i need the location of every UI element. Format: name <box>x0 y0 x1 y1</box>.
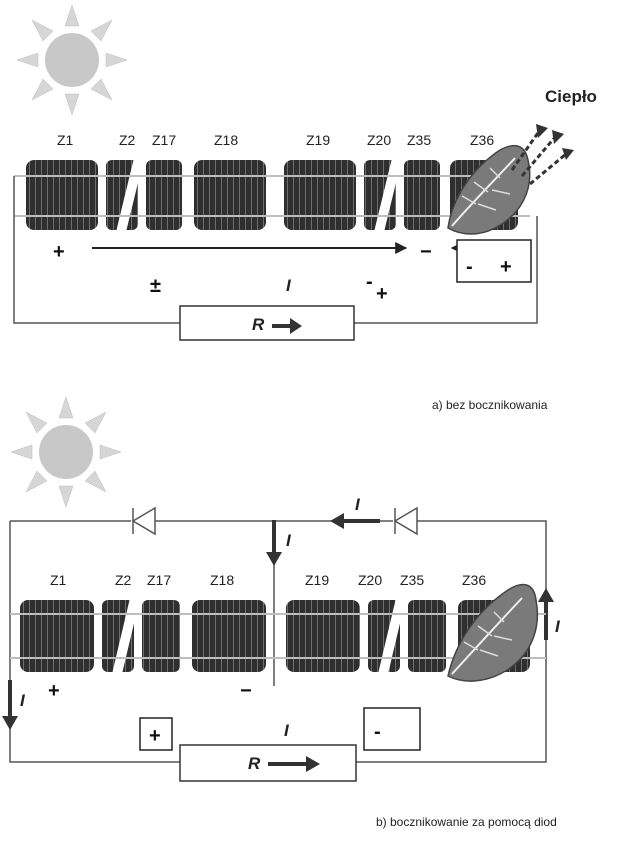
heat-arrowheads <box>536 124 574 160</box>
cell-label-z20: Z20 <box>367 132 391 148</box>
cell-label-z18: Z18 <box>210 572 234 588</box>
cell-label-z36: Z36 <box>470 132 494 148</box>
current-label-mid: I <box>286 531 292 550</box>
cell-label-z2: Z2 <box>119 132 136 148</box>
current-label-center: I <box>284 721 290 740</box>
break-mark <box>112 598 140 674</box>
bottom-panel: I I I I I Z1 Z2 Z17 Z18 Z19 Z20 Z35 Z36 <box>2 396 561 829</box>
arrow-left-icon <box>330 513 380 529</box>
solar-cell <box>20 600 94 672</box>
caption-a: a) bez bocznikowania <box>432 398 548 412</box>
solar-cell <box>286 600 360 672</box>
top-cell-labels: Z1 Z2 Z17 Z18 Z19 Z20 Z35 Z36 <box>57 132 494 148</box>
box-minus-sign: - <box>374 721 381 743</box>
plus-sign-mid: + <box>376 283 388 305</box>
resistor-load <box>179 305 355 341</box>
bypass-diode-icon <box>393 506 418 536</box>
solar-cell <box>408 600 446 672</box>
resistor-arrow-icon <box>268 756 320 772</box>
top-panel: Ciepło Z1 Z2 Z17 Z18 Z19 Z20 Z35 Z36 <box>13 4 597 412</box>
plus-minus-sign: ± <box>150 275 161 297</box>
minus-sign-mid: - <box>366 271 373 293</box>
minus-sign: − <box>420 241 432 263</box>
cell-label-z35: Z35 <box>400 572 424 588</box>
arrow-down-icon <box>266 520 282 566</box>
solar-cell <box>284 160 356 230</box>
polarity-box <box>456 239 532 283</box>
current-label-right: I <box>555 617 561 636</box>
bypass-diode-icon <box>131 506 156 536</box>
solar-cell <box>26 160 98 230</box>
leaf-icon <box>447 144 531 235</box>
bottom-cells <box>10 598 546 674</box>
heat-label: Ciepło <box>545 87 597 106</box>
resistor-label: R <box>252 315 265 334</box>
plus-sign: + <box>53 241 65 263</box>
resistor-arrow-icon <box>272 318 302 334</box>
top-circuit <box>13 176 538 324</box>
leaf-icon <box>447 583 538 682</box>
solar-cell <box>142 600 180 672</box>
cell-label-z19: Z19 <box>306 132 330 148</box>
solar-cell <box>194 160 266 230</box>
cell-label-z17: Z17 <box>147 572 171 588</box>
current-label-left: I <box>20 691 26 710</box>
plus-sign: + <box>48 680 60 702</box>
plus-box <box>139 717 173 751</box>
arrow-down-left-icon <box>2 680 18 730</box>
sun-icon <box>10 396 122 508</box>
break-mark <box>378 598 406 674</box>
solar-cell <box>404 160 440 230</box>
caption-b: b) bocznikowanie za pomocą diod <box>376 815 557 829</box>
cell-label-z36: Z36 <box>462 572 486 588</box>
current-label-top: I <box>355 495 361 514</box>
cell-label-z1: Z1 <box>50 572 67 588</box>
cell-label-z1: Z1 <box>57 132 74 148</box>
bottom-cell-labels: Z1 Z2 Z17 Z18 Z19 Z20 Z35 Z36 <box>50 572 486 588</box>
cell-label-z20: Z20 <box>358 572 382 588</box>
minus-box <box>363 707 421 751</box>
cell-label-z17: Z17 <box>152 132 176 148</box>
solar-cell <box>192 600 266 672</box>
minus-sign: − <box>240 680 252 702</box>
cell-label-z19: Z19 <box>305 572 329 588</box>
heat-arrows-icon <box>510 129 567 186</box>
resistor-label: R <box>248 754 261 773</box>
current-label: I <box>286 276 292 295</box>
cell-label-z18: Z18 <box>214 132 238 148</box>
cell-label-z35: Z35 <box>407 132 431 148</box>
sun-icon <box>16 4 128 116</box>
box-plus-sign: + <box>500 256 512 278</box>
box-minus-sign: - <box>466 256 473 278</box>
cell-label-z2: Z2 <box>115 572 132 588</box>
box-plus-sign: + <box>149 725 161 747</box>
solar-cell <box>146 160 182 230</box>
